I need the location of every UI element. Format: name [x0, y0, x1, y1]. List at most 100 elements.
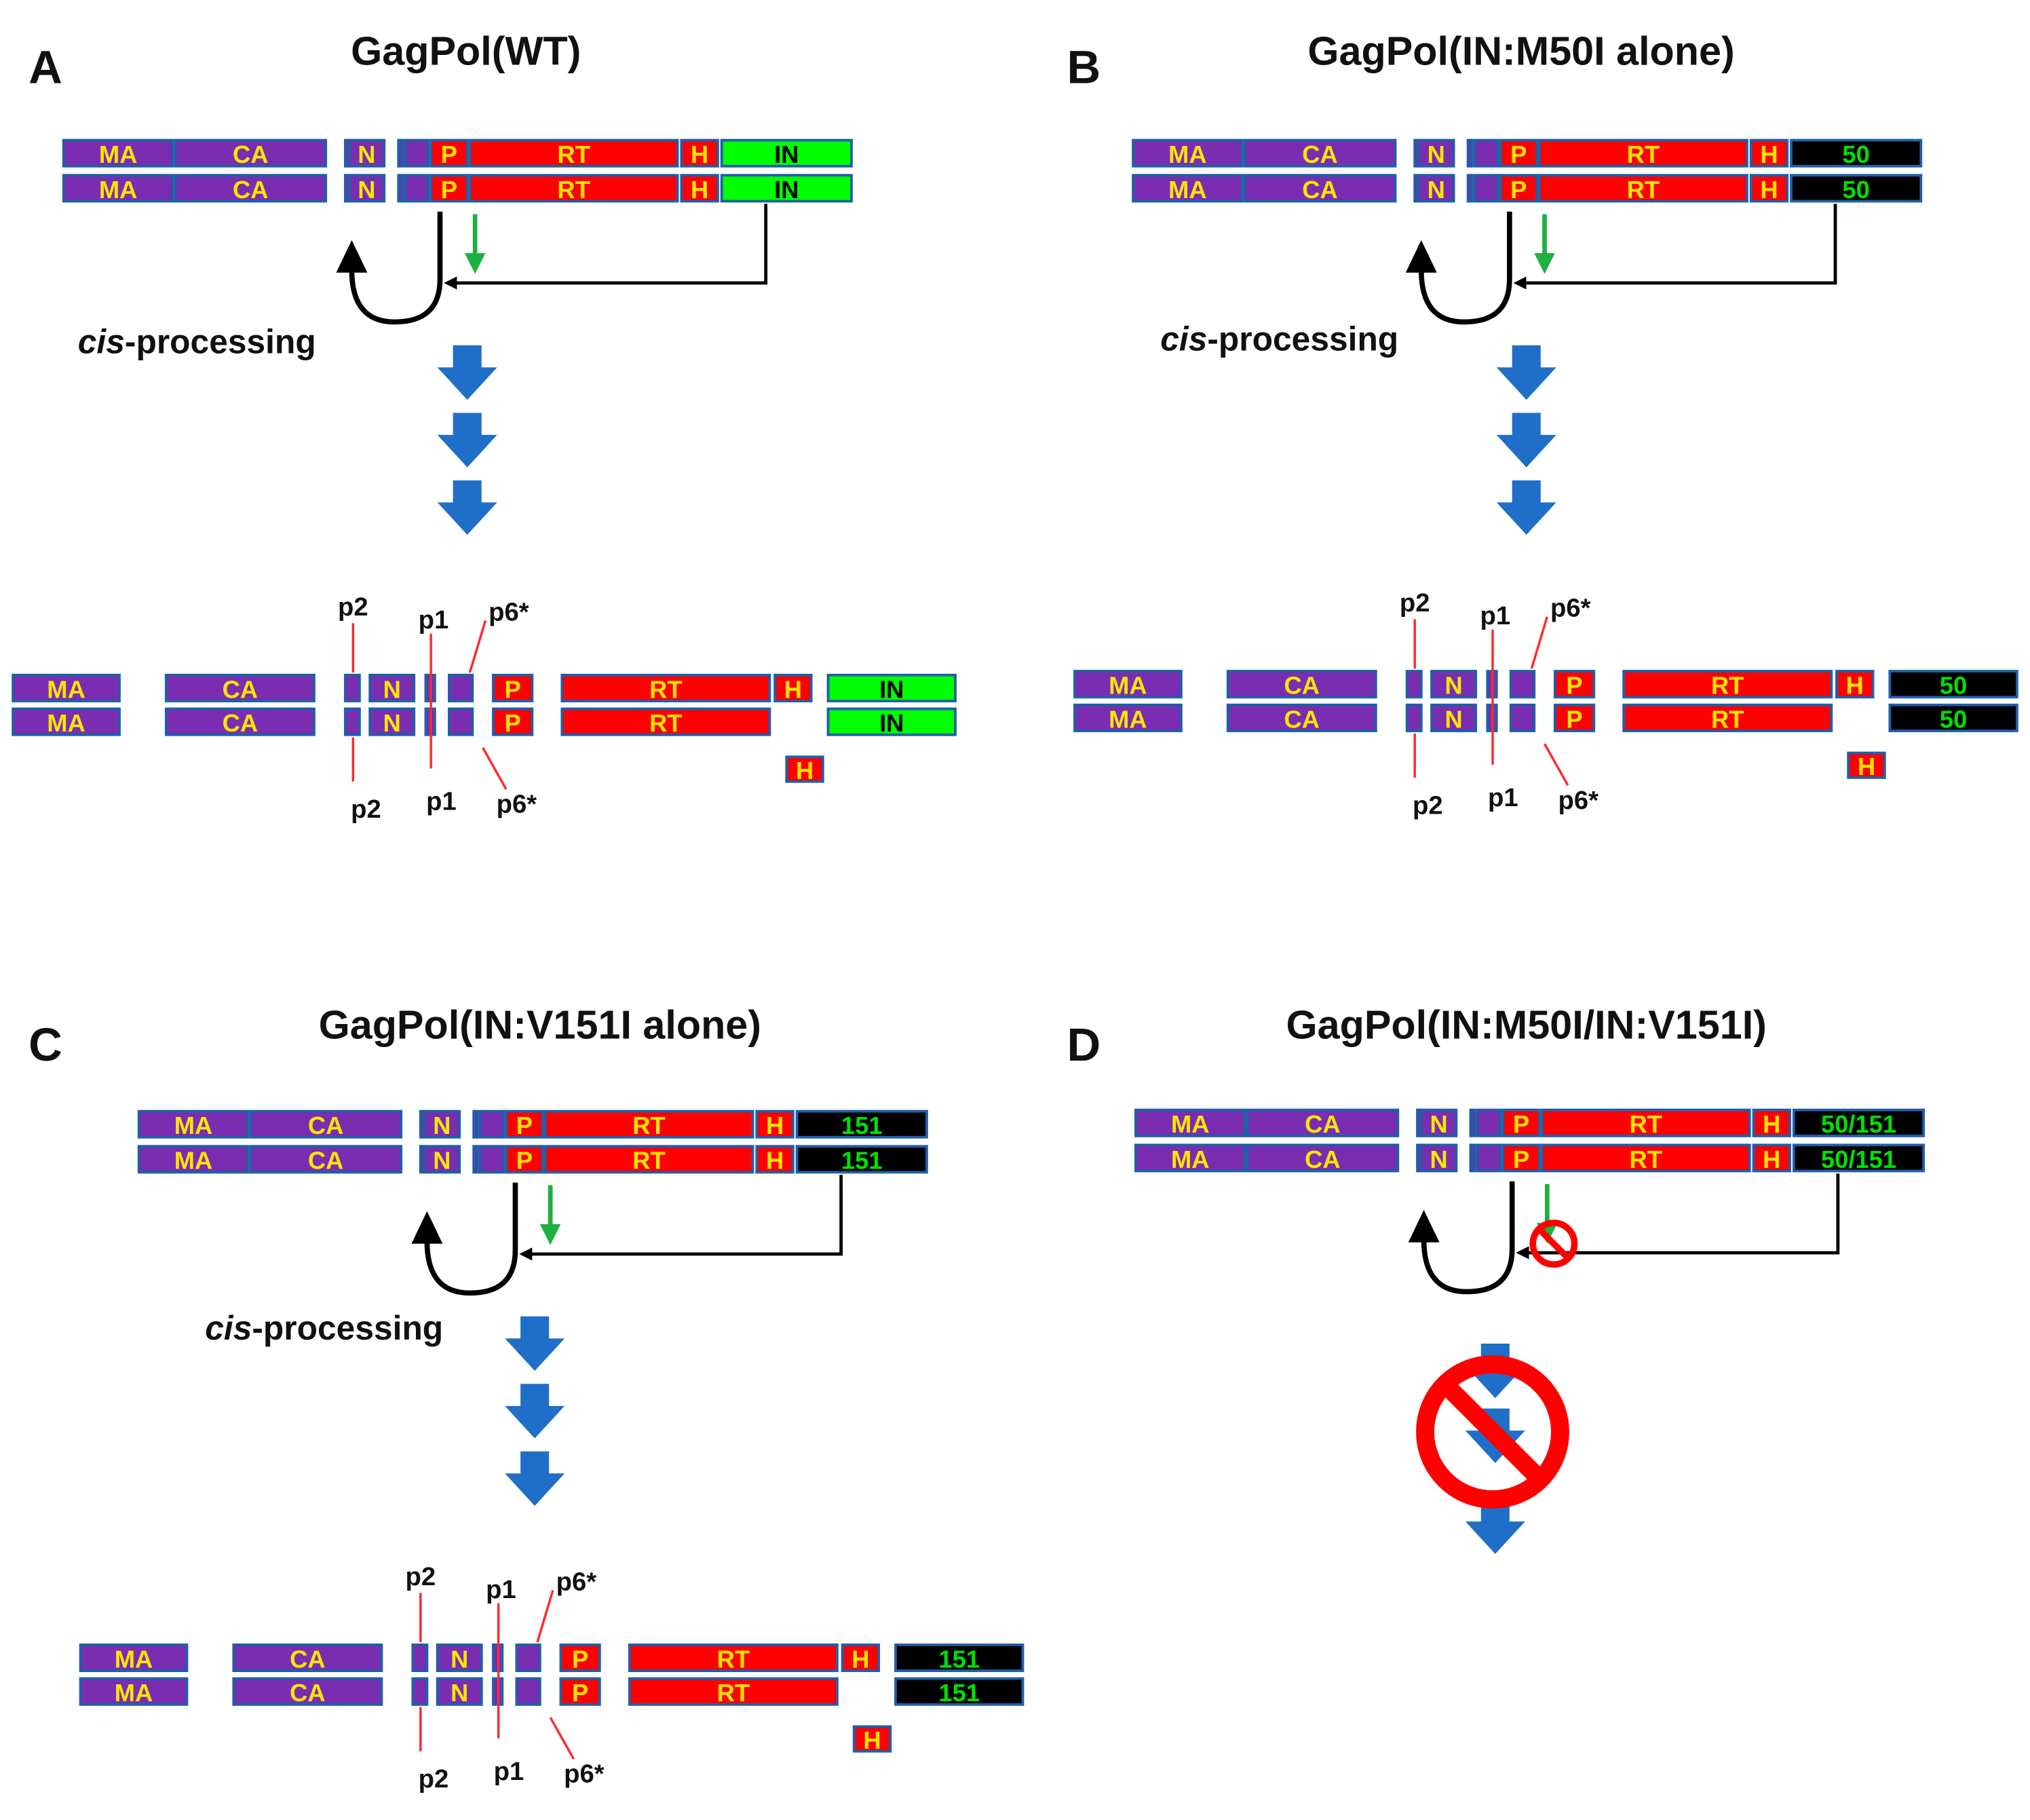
segment-p2-prod-1 — [1405, 670, 1423, 699]
segment-pr-pre-1 — [505, 1110, 544, 1139]
segment-in-prod-1 — [894, 1643, 1024, 1672]
segment-p2-prod-1 — [343, 673, 361, 702]
segment-rt-pre-1-label: RT — [557, 140, 590, 168]
segment-rt-prod-1 — [1622, 670, 1833, 699]
segment-p1-pre-2 — [1469, 1143, 1476, 1173]
segment-ca-pre-1 — [249, 1110, 403, 1139]
p2-top-label: p2 — [338, 592, 368, 622]
segment-ca-pre-2 — [1243, 174, 1397, 203]
in-connector-arrow — [519, 1175, 843, 1261]
panel-letter: A — [28, 41, 62, 93]
segment-rh-free-label: H — [1858, 753, 1875, 780]
p1-bottom-label: p1 — [426, 787, 457, 816]
segment-ma-pre-2-label: MA — [174, 1147, 212, 1175]
p6-bottom-leader — [1544, 743, 1569, 786]
p6-top-label: p6* — [489, 597, 529, 626]
panel-letter: D — [1067, 1019, 1101, 1071]
segment-in-pre-2-label: 50 — [1842, 176, 1869, 204]
segment-ca-pre-1 — [174, 138, 328, 168]
segment-ma-prod-1 — [79, 1643, 189, 1672]
segment-rt-prod-1-label: RT — [649, 675, 682, 703]
segment-nc-prod-2-label: N — [1444, 705, 1462, 733]
segment-nc-pre-1 — [347, 138, 386, 168]
segment-rt-pre-1 — [543, 1110, 754, 1139]
segment-rh-free — [1847, 751, 1886, 779]
p6-top-label: p6* — [556, 1567, 597, 1596]
cis-loop-arrowhead — [1408, 1209, 1440, 1243]
panel-title: GagPol(IN:M50I alone) — [1307, 29, 1734, 74]
segment-nc-pre-1-label: N — [1430, 1110, 1447, 1138]
segment-ca-prod-2-label: CA — [1284, 705, 1320, 733]
segment-in-prod-2 — [1888, 703, 2018, 732]
segment-ma-prod-1 — [12, 673, 121, 702]
segment-in-pre-2 — [795, 1145, 928, 1174]
segment-ma-prod-1-label: MA — [1109, 672, 1147, 700]
segment-ma-pre-1 — [1132, 138, 1244, 168]
flow-arrow-3 — [505, 1451, 565, 1506]
segment-p6-pre-2 — [478, 1145, 505, 1174]
segment-in-pre-1-label: 50/151 — [1821, 1110, 1896, 1138]
segment-ma-pre-1 — [1134, 1108, 1246, 1137]
segment-p2-prod-2 — [343, 707, 361, 736]
segment-pr-pre-1-label: P — [1513, 1110, 1529, 1138]
panel-title: GagPol(WT) — [351, 29, 581, 74]
segment-rh-free — [852, 1725, 892, 1753]
segment-in-prod-2 — [826, 707, 957, 736]
segment-rt-prod-2-label: RT — [717, 1679, 750, 1707]
segment-rt-prod-2 — [628, 1677, 839, 1706]
segment-nc-prod-1-label: N — [1444, 672, 1462, 700]
segment-ca-pre-1-label: CA — [233, 140, 268, 168]
segment-p1-pre-2 — [397, 174, 404, 203]
segment-pr-prod-1-label: P — [1566, 672, 1582, 700]
segment-nc-pre-2 — [1417, 174, 1455, 203]
segment-rt-prod-2-label: RT — [649, 709, 682, 737]
segment-ma-pre-1 — [62, 138, 174, 168]
segment-rt-prod-1-label: RT — [1711, 672, 1744, 700]
segment-in-pre-2-label: 50/151 — [1821, 1145, 1896, 1173]
flow-arrow-1 — [1496, 345, 1556, 400]
panel-title: GagPol(IN:V151I alone) — [319, 1002, 761, 1047]
segment-ca-pre-2-label: CA — [1302, 176, 1337, 204]
p6-top-label: p6* — [1550, 594, 1591, 623]
segment-nc-prod-2 — [436, 1677, 483, 1706]
segment-pr-pre-1 — [1499, 138, 1538, 168]
segment-ca-prod-2-label: CA — [223, 709, 258, 737]
segment-in-prod-1 — [826, 673, 957, 702]
cis-loop-arrow — [424, 1182, 518, 1296]
segment-nc-prod-1 — [368, 673, 416, 702]
cleavage-arrowhead — [539, 1224, 561, 1245]
segment-in-pre-2-label: 151 — [841, 1147, 883, 1175]
segment-ca-pre-1-label: CA — [1305, 1110, 1340, 1138]
segment-nc-prod-1 — [1430, 670, 1478, 699]
p1-top-label: p1 — [419, 605, 449, 634]
segment-ma-prod-2 — [12, 707, 121, 736]
segment-rt-prod-1 — [628, 1643, 839, 1672]
segment-rh-prod-1 — [841, 1643, 881, 1672]
segment-in-pre-2 — [1790, 174, 1923, 203]
segment-rh-pre-2-label: H — [1760, 176, 1778, 204]
segment-rh-prod-1 — [1835, 670, 1875, 699]
p1-top-label: p1 — [1480, 601, 1511, 630]
segment-p1-pre-2 — [1466, 174, 1474, 203]
segment-ma-pre-1-label: MA — [99, 140, 137, 168]
segment-p2-prod-2 — [1405, 703, 1423, 732]
segment-rh-pre-2 — [1749, 174, 1789, 203]
segment-ca-pre-1-label: CA — [1302, 140, 1337, 168]
segment-rt-pre-1 — [1537, 138, 1748, 168]
segment-in-prod-1-label: 151 — [938, 1645, 980, 1673]
segment-rh-pre-2-label: H — [691, 176, 708, 204]
cis-processing-label: cis-processing — [205, 1309, 443, 1347]
segment-ma-pre-2 — [62, 174, 174, 203]
segment-nc-pre-2-label: N — [1430, 1145, 1447, 1173]
segment-rh-pre-2 — [680, 174, 719, 203]
segment-pr-pre-1-label: P — [1510, 140, 1527, 168]
segment-ma-pre-2 — [1132, 174, 1244, 203]
segment-nc-prod-2 — [368, 707, 416, 736]
segment-pr-pre-2 — [505, 1145, 544, 1174]
segment-p6-pre-1 — [403, 138, 430, 168]
segment-ma-pre-1 — [137, 1110, 250, 1139]
